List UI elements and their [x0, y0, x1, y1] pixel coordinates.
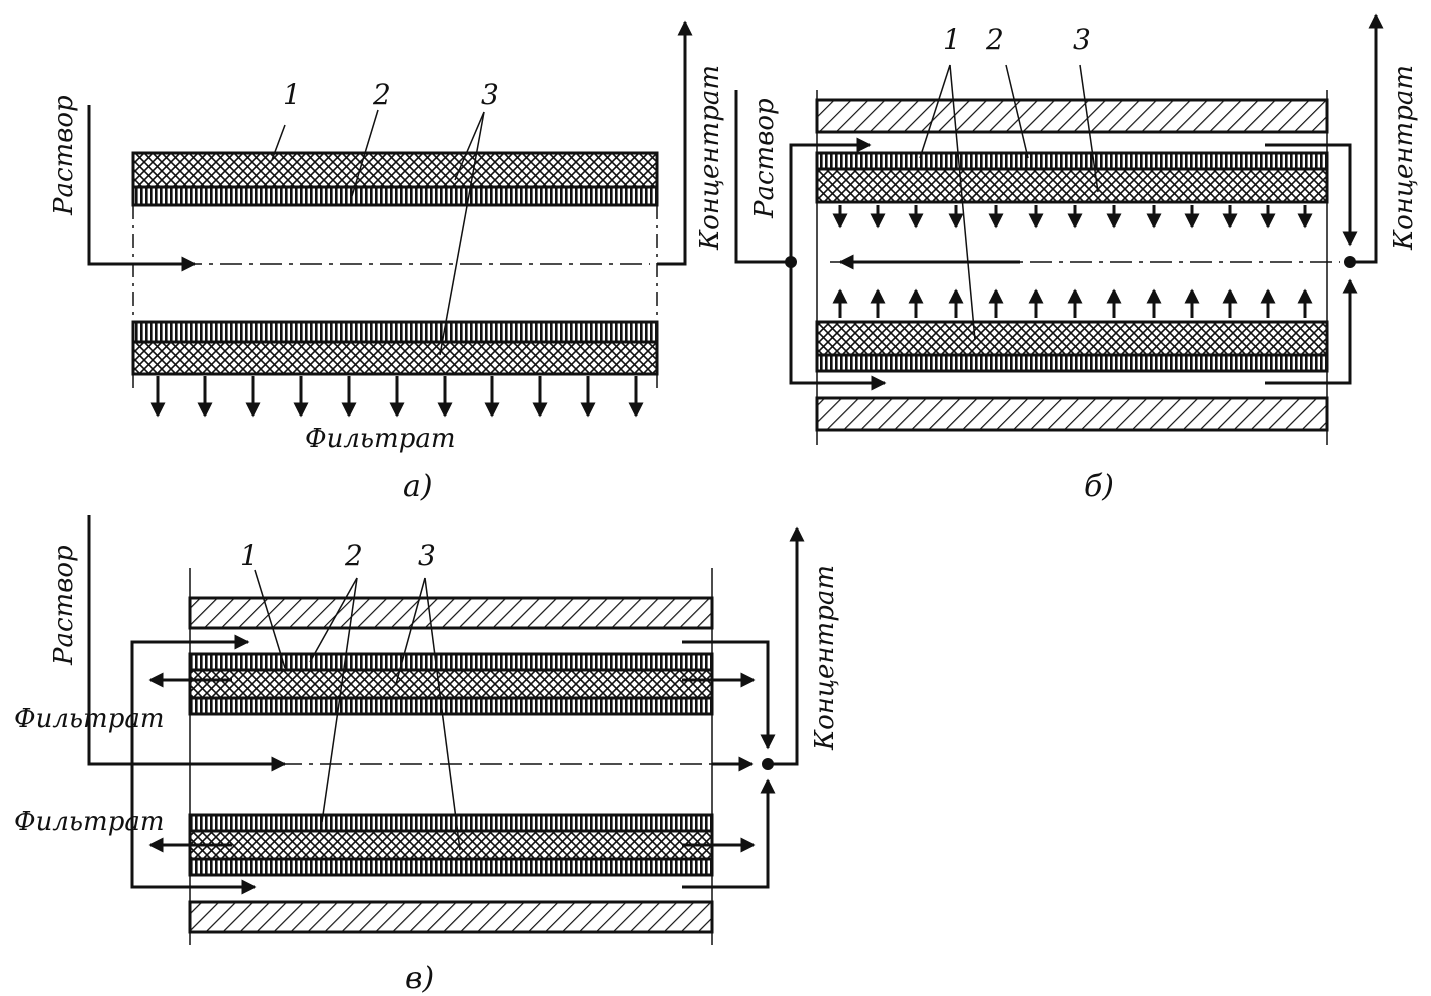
panel-b-concentrate-arrow — [1350, 13, 1384, 264]
panel-b-feed-upper — [789, 137, 872, 262]
panel-v-feed-lower — [130, 764, 257, 895]
panel-v-feed-arrow — [87, 515, 287, 772]
panel-a-concentrate-label: Концентрат — [695, 65, 725, 251]
panel-b-outlet-lower — [1265, 278, 1358, 385]
panel-a-label-2: 2 — [372, 78, 391, 111]
panel-v: 1 2 3 Раствор Концентрат Фильтрат Фильтр… — [14, 515, 840, 996]
panel-v-lower-membrane — [188, 813, 714, 877]
panel-a-concentrate-arrow — [657, 20, 693, 266]
panel-b-leaders — [919, 64, 1099, 341]
panel-v-filtrate-label-upper: Фильтрат — [14, 704, 165, 734]
panel-a-lower-membrane — [131, 320, 659, 376]
panel-v-concentrate-arrow — [768, 526, 805, 766]
panel-b: 1 2 3 Раствор Концентрат б) — [734, 13, 1419, 504]
panel-a-upper-membrane — [131, 151, 659, 207]
panel-b-concentrate-label: Концентрат — [1389, 65, 1419, 251]
panel-v-outlet-lower — [682, 778, 776, 889]
panel-v-solution-label: Раствор — [49, 545, 79, 666]
panel-b-outlet-upper — [1265, 143, 1358, 247]
panel-b-lower-permeate-arrows — [832, 288, 1313, 318]
panel-v-caption: в) — [405, 961, 434, 996]
panel-v-lower-casing — [188, 900, 714, 934]
panel-b-upper-casing — [815, 98, 1329, 134]
panel-a-feed-arrow — [87, 105, 197, 272]
panel-b-label-3: 3 — [1073, 23, 1091, 56]
panel-v-leaders — [254, 569, 461, 851]
panel-b-label-2: 2 — [985, 23, 1004, 56]
panel-b-upper-membrane — [815, 151, 1329, 204]
panel-v-label-1: 1 — [240, 539, 258, 572]
panel-a-filtrate-label: Фильтрат — [305, 424, 456, 454]
panel-v-feed-upper — [130, 634, 250, 764]
panel-a-leaders — [271, 109, 485, 356]
panel-v-filtrate-arrows — [148, 672, 756, 853]
panel-a-solution-label: Раствор — [49, 95, 79, 216]
panel-b-caption: б) — [1084, 469, 1114, 504]
panel-v-upper-membrane — [188, 652, 714, 716]
panel-b-upper-permeate-arrows — [832, 205, 1313, 229]
panel-b-label-1: 1 — [943, 23, 961, 56]
panel-a-filtrate-arrows — [150, 376, 644, 418]
panel-a-label-3: 3 — [481, 78, 499, 111]
panel-v-concentrate-label: Концентрат — [810, 565, 840, 751]
panel-a-label-1: 1 — [283, 78, 301, 111]
panel-b-feed-lower — [789, 262, 887, 391]
panel-v-label-2: 2 — [344, 539, 363, 572]
panel-a-caption: а) — [403, 469, 433, 504]
panel-b-lower-casing — [815, 396, 1329, 432]
panel-b-feed-line — [734, 90, 790, 264]
panel-b-solution-label: Раствор — [750, 98, 780, 219]
panel-v-label-3: 3 — [418, 539, 436, 572]
panel-b-lower-membrane — [815, 320, 1329, 373]
panel-v-outlet-upper — [682, 640, 776, 750]
panel-a: 1 2 3 Раствор Концентрат Фильтрат а) — [49, 20, 725, 504]
panel-v-filtrate-label-lower: Фильтрат — [14, 807, 165, 837]
